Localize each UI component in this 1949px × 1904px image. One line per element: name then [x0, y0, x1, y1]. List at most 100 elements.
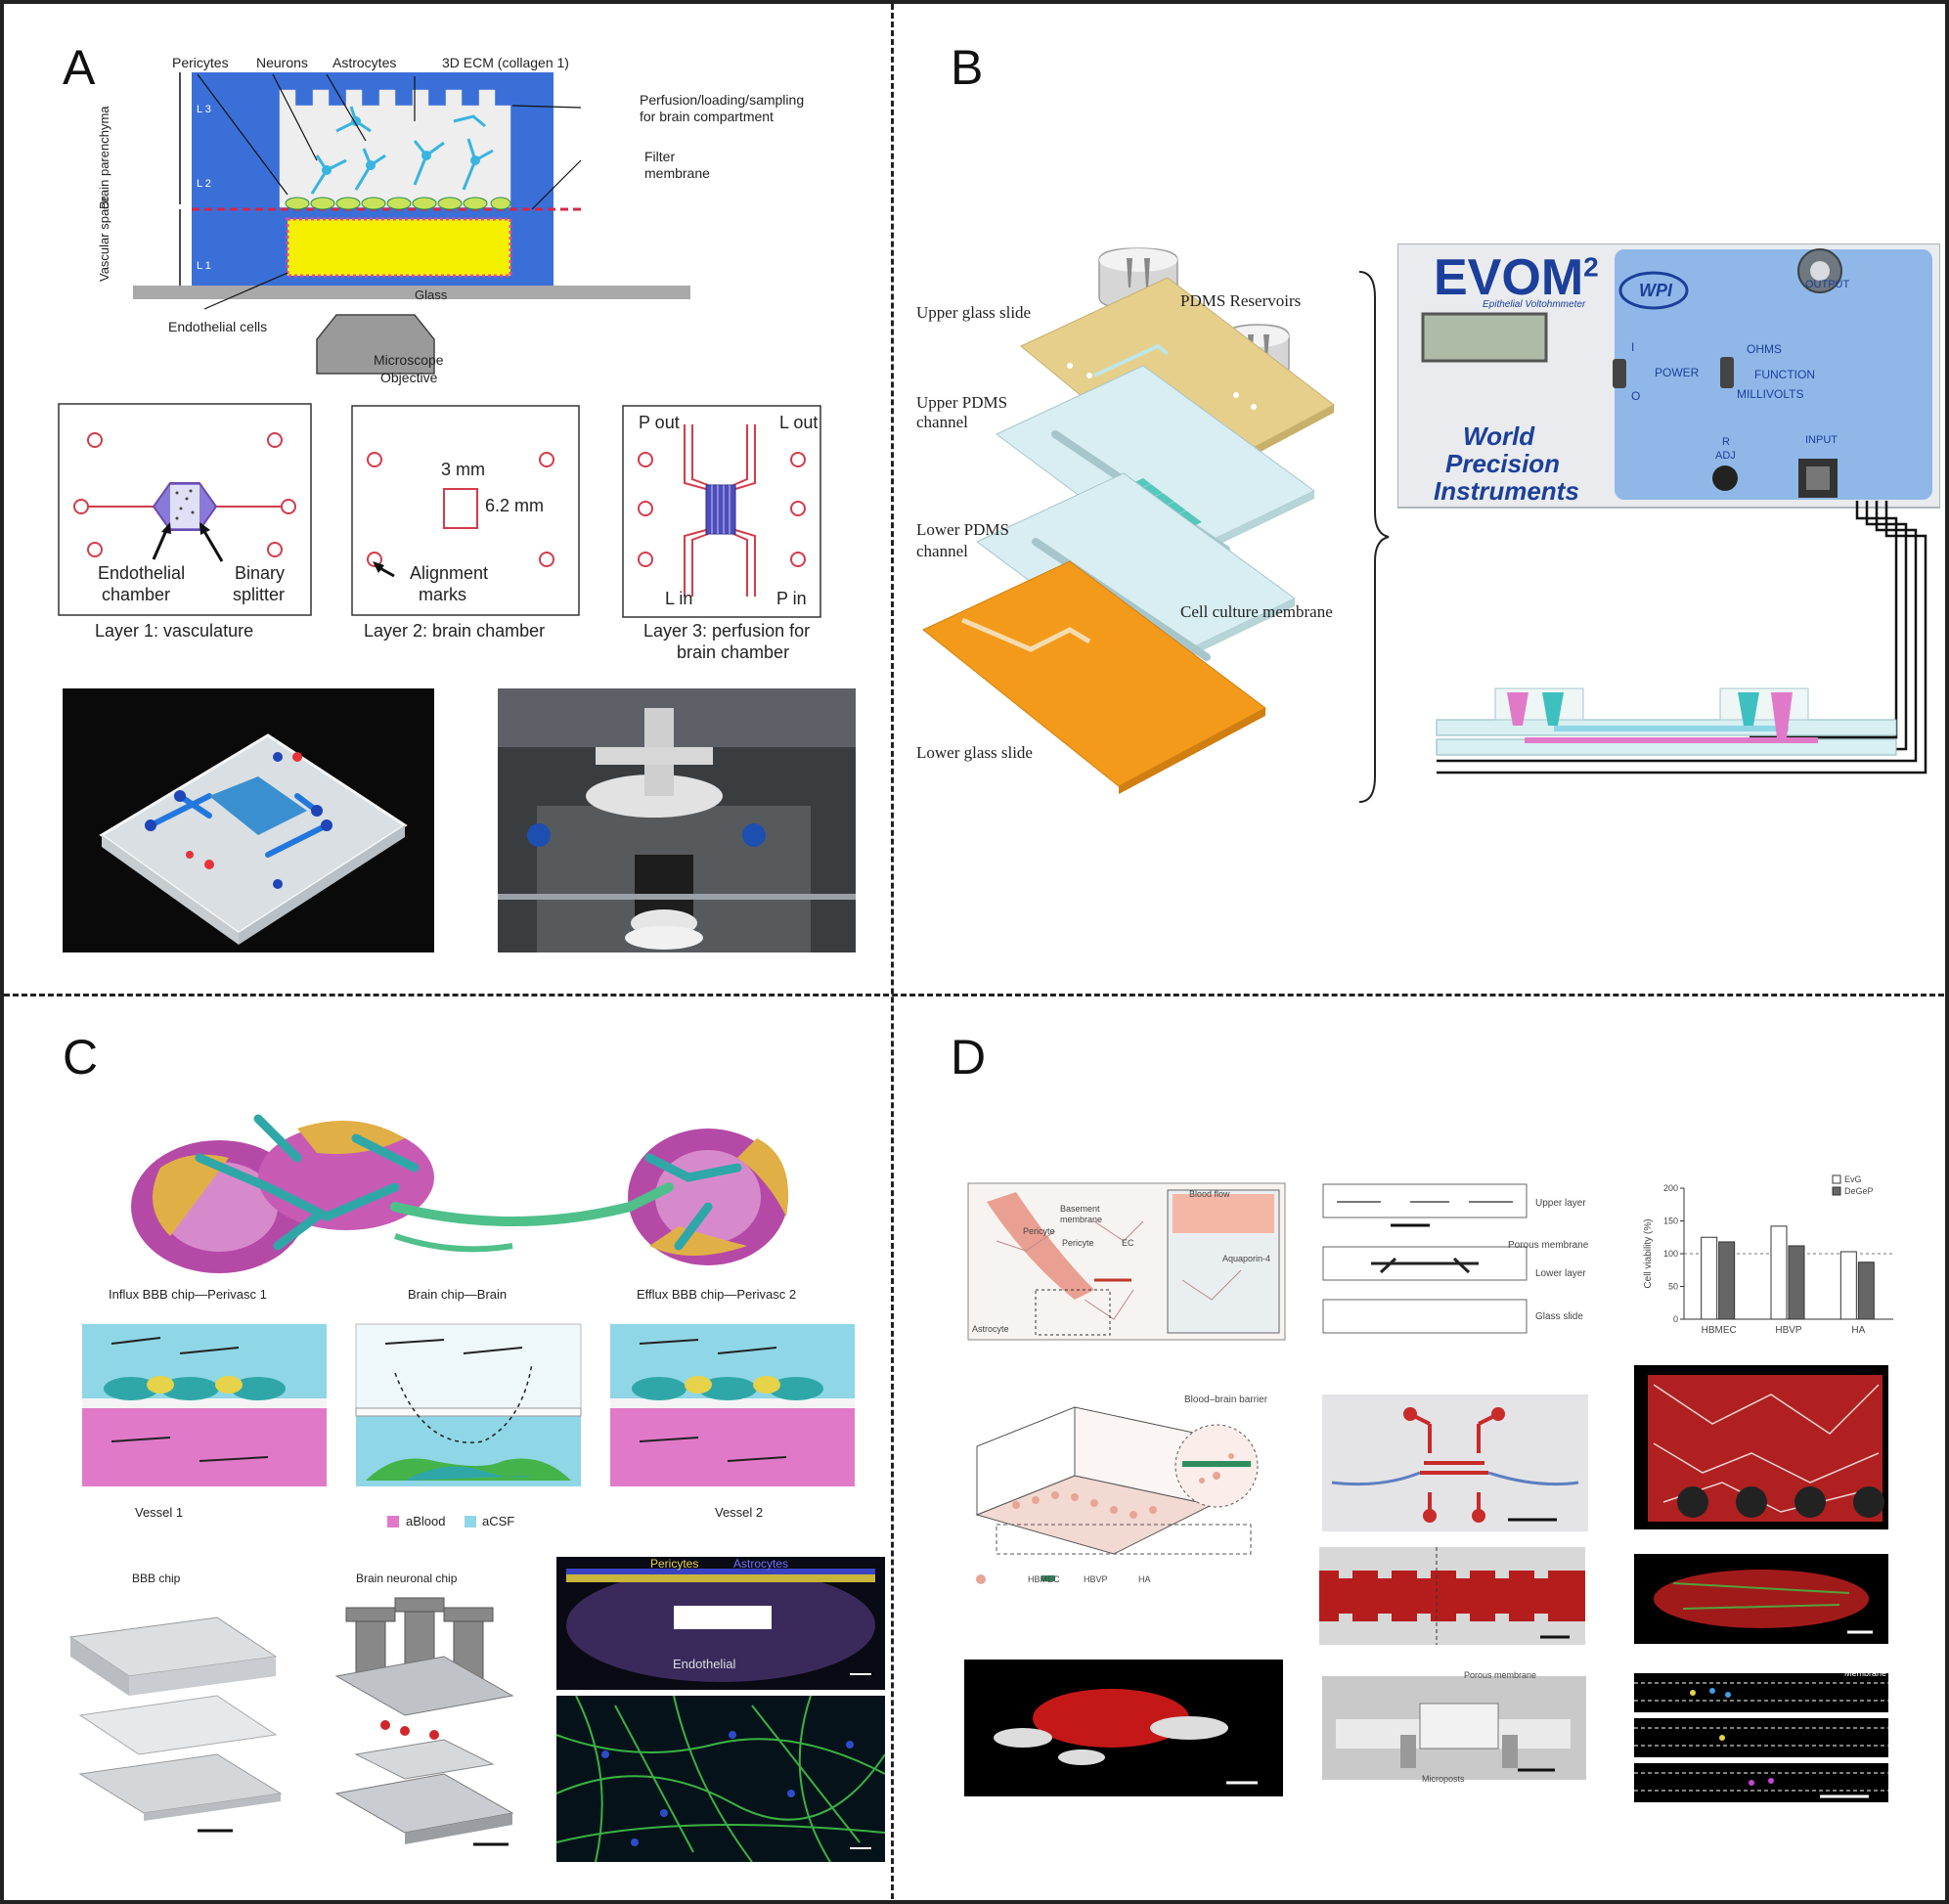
evom-device	[1397, 244, 1940, 509]
brand-instruments: Instruments	[1434, 476, 1579, 506]
microposts-label: Microposts	[1422, 1774, 1465, 1784]
basement-membrane-label: membrane	[1060, 1215, 1103, 1224]
legend-label: EvG	[1844, 1174, 1862, 1184]
wpi-logo: WPI	[1639, 281, 1672, 300]
brain-chip-label: Brain chip—Brain	[408, 1287, 508, 1302]
legend-swatch-DeGeP	[1832, 1186, 1841, 1196]
endothelial-chamber-label-2: chamber	[102, 585, 171, 604]
bar-EvG-HBVP	[1770, 1225, 1788, 1320]
glass-label: Glass	[415, 288, 448, 302]
layer-l2-label: L 2	[197, 178, 211, 190]
layer2-caption: Layer 2: brain chamber	[364, 621, 546, 641]
bbb-chip-label: BBB chip	[132, 1572, 181, 1585]
r-label: R	[1722, 436, 1730, 448]
endothelial-3d-image	[556, 1557, 885, 1690]
ablood-label: aBlood	[406, 1514, 446, 1528]
panel-label-a: A	[63, 40, 96, 95]
panel-a-schematic	[133, 72, 690, 375]
binary-splitter-label-2: splitter	[233, 585, 286, 604]
neuronal-chip-label: Brain neuronal chip	[356, 1572, 458, 1585]
neurons-label: Neurons	[256, 55, 308, 70]
p-in-label: P in	[776, 589, 807, 608]
aquaporin-label: Aquaporin-4	[1222, 1254, 1271, 1263]
adj-label: ADJ	[1715, 450, 1736, 462]
horizontal-divider	[4, 994, 1945, 996]
pericytes-image-label: Pericytes	[650, 1557, 699, 1571]
pericyte-label: Pericyte	[1023, 1226, 1055, 1236]
l-in-label: L in	[665, 589, 693, 608]
ohms-label: OHMS	[1747, 342, 1782, 356]
influx-label: Influx BBB chip—Perivasc 1	[109, 1287, 267, 1302]
teer-chip-sideview	[1436, 501, 1927, 775]
alignment-marks-label: Alignment	[410, 563, 489, 583]
microscope-label: Microscope	[374, 352, 444, 368]
width-label: 3 mm	[441, 460, 485, 479]
membrane-label: Membrane	[1844, 1668, 1887, 1678]
layer1-diagram	[58, 403, 312, 616]
filter-label: Filter	[644, 149, 676, 164]
bbb-illustration	[967, 1182, 1286, 1341]
y-tick-label: 50	[1668, 1282, 1678, 1292]
neuron-fluorescence-image	[556, 1696, 885, 1862]
upper-pdms-label: Upper PDMS	[916, 393, 1008, 412]
pericytes-label: Pericytes	[172, 55, 229, 70]
y-tick-label: 150	[1663, 1217, 1678, 1226]
y-axis-label: Cell viability (%)	[1643, 1218, 1654, 1288]
astrocytes-image-label: Astrocytes	[733, 1557, 789, 1571]
bar-DeGeP-HBMEC	[1718, 1241, 1736, 1320]
endothelial-cells-label: Endothelial cells	[168, 319, 268, 334]
alignment-marks-label-2: marks	[419, 585, 466, 604]
evom-superscript: 2	[1583, 251, 1599, 283]
brand-world: World	[1463, 421, 1535, 451]
chip-photo	[63, 688, 434, 952]
y-tick-label: 100	[1663, 1249, 1678, 1259]
function-label: FUNCTION	[1754, 368, 1815, 381]
legend-swatch-EvG	[1832, 1174, 1841, 1184]
layer2-diagram	[351, 405, 580, 616]
hbmec-legend-label: HBMEC	[1028, 1574, 1060, 1584]
bbb-chip-exploded	[68, 1616, 283, 1833]
efflux-label: Efflux BBB chip—Perivasc 2	[637, 1287, 797, 1302]
layer3-caption-1: Layer 3: perfusion for	[643, 621, 811, 641]
pdms-label: PDMS	[566, 258, 606, 274]
ablood-swatch	[387, 1516, 399, 1528]
perfusion-label-2: for brain compartment	[640, 109, 774, 124]
endothelial-chamber-label: Endothelial	[98, 563, 186, 583]
output-label: OUTPUT	[1805, 279, 1850, 290]
evom-subtitle: Epithelial Voltohmmeter	[1483, 299, 1586, 310]
porous-membrane-label-2: Porous membrane	[1464, 1670, 1537, 1680]
pericyte-2-label: Pericyte	[1062, 1238, 1094, 1248]
pdms-reservoirs-label: PDMS Reservoirs	[1180, 291, 1302, 310]
l-out-label: L out	[779, 413, 819, 432]
vessel2-label: Vessel 2	[715, 1505, 764, 1520]
red-confocal-image-1	[1634, 1365, 1888, 1529]
ec-label: EC	[1122, 1238, 1134, 1248]
vascular-space-label: Vascular space	[97, 196, 111, 282]
panel-label-b: B	[951, 40, 984, 95]
binary-splitter-label: Binary	[235, 563, 286, 583]
p-out-label: P out	[639, 413, 680, 432]
power-o-label: O	[1631, 389, 1641, 403]
acsf-label: aCSF	[482, 1514, 515, 1528]
microscope-photo	[498, 688, 856, 952]
layer-l3-label: L 3	[197, 104, 211, 115]
hbvp-legend-label: HBVP	[1084, 1574, 1108, 1584]
bar-DeGeP-HBVP	[1788, 1245, 1805, 1320]
evom-title-text: EVOM	[1434, 249, 1584, 306]
power-label: POWER	[1655, 366, 1700, 379]
neuronal-chip-exploded	[334, 1597, 514, 1846]
linked-chips-diagram	[82, 1323, 855, 1486]
membrane-label: Cell culture membrane	[1180, 602, 1333, 621]
chip-layers-diagram	[1322, 1183, 1528, 1334]
green-red-image	[1634, 1554, 1888, 1644]
evom-title: EVOM2	[1434, 248, 1599, 307]
brand-precision: Precision	[1445, 449, 1561, 478]
glass-slide-label: Glass slide	[1535, 1311, 1583, 1322]
vessel1-label: Vessel 1	[135, 1505, 184, 1520]
ha-legend-label: HA	[1138, 1574, 1151, 1584]
chip-photo-red	[1322, 1395, 1588, 1531]
lower-pdms-label: Lower PDMS	[916, 520, 1009, 539]
red-confocal-image-2	[964, 1660, 1283, 1796]
millivolts-label: MILLIVOLTS	[1737, 387, 1804, 401]
